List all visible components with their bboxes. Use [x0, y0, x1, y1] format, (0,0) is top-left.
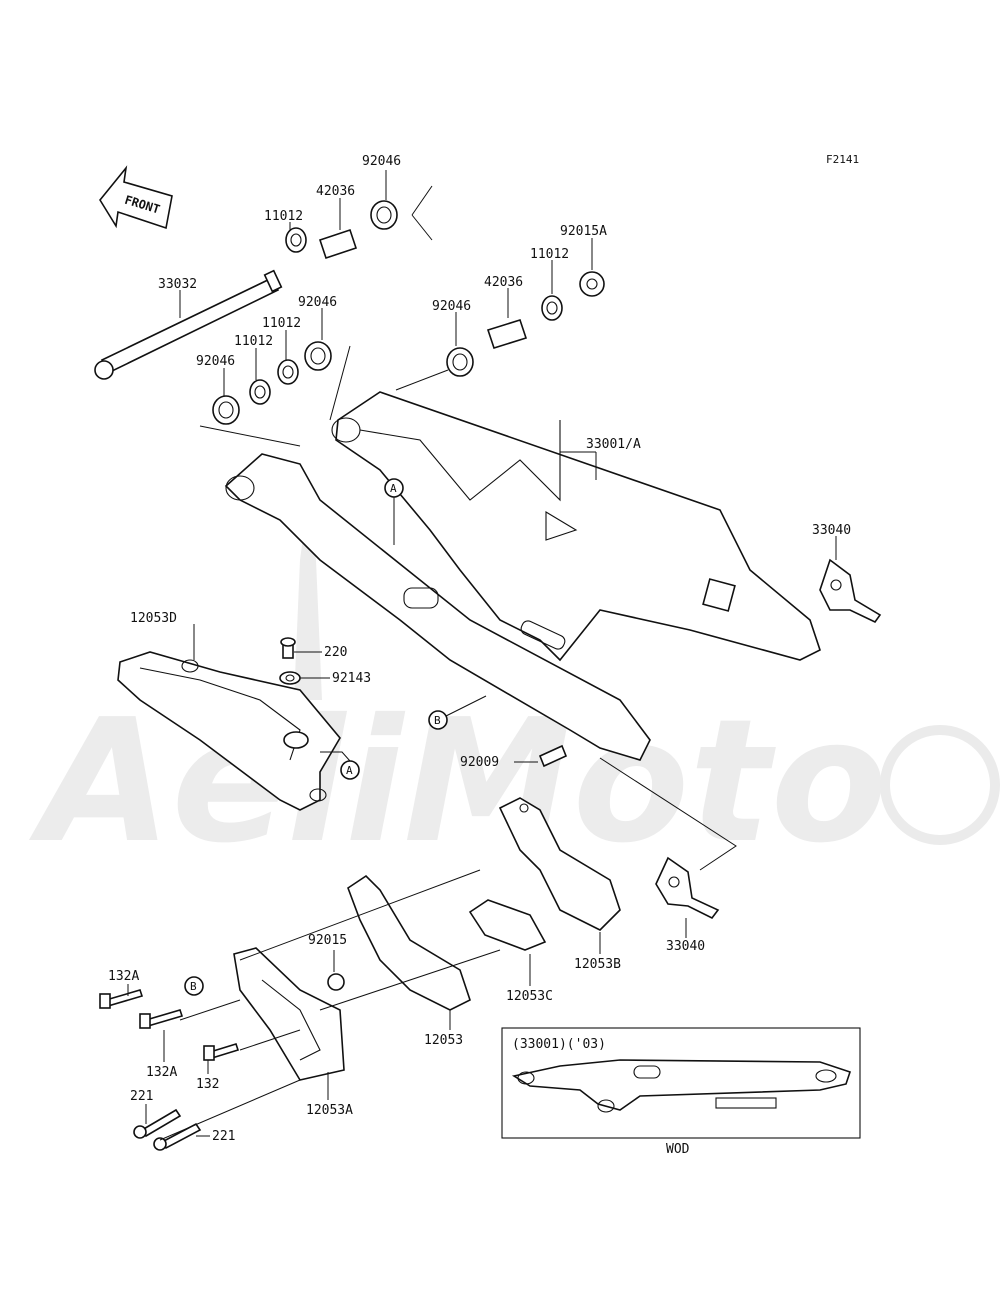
figure-code: F2141 [826, 153, 859, 166]
watermark-tower [294, 500, 322, 700]
bolt-132A-a [99, 989, 144, 1009]
guide-pad-12053C [468, 899, 547, 951]
inset-box: (33001)('03) [501, 1027, 861, 1139]
stud-92009 [538, 744, 568, 768]
callout-92015: 92015 [308, 933, 347, 948]
ref-marker-a1: A [384, 478, 404, 498]
svg-text:A: A [346, 764, 353, 777]
callout-33040-a: 33040 [812, 523, 851, 538]
svg-text:A: A [390, 482, 397, 495]
callout-92015A: 92015A [560, 224, 607, 239]
bolt-132A-b [139, 1009, 184, 1029]
swingarm-33001A [224, 391, 821, 761]
callout-221-a: 221 [130, 1089, 153, 1104]
callout-33032: 33032 [158, 277, 197, 292]
collar-11012-d [541, 295, 563, 321]
screw-221-a [133, 1108, 182, 1139]
bolt-220 [280, 637, 296, 659]
callout-220: 220 [324, 645, 347, 660]
callout-92046-d: 92046 [432, 299, 471, 314]
pivot-shaft [94, 269, 283, 380]
bearing-92046-d [446, 347, 474, 377]
callout-221-b: 221 [212, 1129, 235, 1144]
callout-11012-d: 11012 [530, 247, 569, 262]
callout-12053A: 12053A [306, 1103, 353, 1118]
callout-11012-c: 11012 [234, 334, 273, 349]
watermark-wheel [880, 725, 1000, 845]
callout-33040-b: 33040 [666, 939, 705, 954]
callout-33001A: 33001/A [586, 437, 641, 452]
svg-text:B: B [190, 980, 197, 993]
callout-92046-c: 92046 [196, 354, 235, 369]
bearing-92046-b [304, 341, 332, 371]
adjuster-plate-33040-a [819, 558, 882, 624]
callout-92046-a: 92046 [362, 154, 401, 169]
callout-42036-a: 42036 [316, 184, 355, 199]
inset-caption: (33001)('03) [512, 1037, 606, 1052]
callout-132A-a: 132A [108, 969, 139, 984]
guide-plate-12053A [233, 947, 345, 1081]
ref-marker-a2: A [340, 760, 360, 780]
callout-12053D: 12053D [130, 611, 177, 626]
inset-footer: WOD [666, 1142, 690, 1157]
callout-92143: 92143 [332, 671, 371, 686]
washer-under-guide [283, 731, 309, 749]
guide-plate-12053 [347, 874, 471, 1011]
callout-12053: 12053 [424, 1033, 463, 1048]
washer-92143 [279, 671, 301, 685]
callout-11012-b: 11012 [262, 316, 301, 331]
collar-11012-b [277, 359, 299, 385]
cap-92015A [579, 271, 605, 297]
watermark-text: AeliMoto [28, 683, 887, 881]
callout-11012-a: 11012 [264, 209, 303, 224]
callout-92046-b: 92046 [298, 295, 337, 310]
callout-132: 132 [196, 1077, 219, 1092]
bolt-132 [203, 1043, 240, 1061]
cap-92015 [327, 973, 345, 991]
front-arrow-icon: FRONT [99, 165, 173, 230]
bearing-92046-a [370, 200, 398, 230]
collar-11012-c [249, 379, 271, 405]
svg-text:B: B [434, 714, 441, 727]
spacer-42036-b [486, 319, 528, 349]
spacer-42036-a [318, 228, 358, 260]
callout-12053B: 12053B [574, 957, 621, 972]
collar-11012-a [285, 227, 307, 253]
bearing-92046-c [212, 395, 240, 425]
callout-92009: 92009 [460, 755, 499, 770]
callout-12053C: 12053C [506, 989, 553, 1004]
adjuster-plate-33040-b [655, 856, 720, 920]
ref-marker-b2: B [184, 976, 204, 996]
ref-marker-b1: B [428, 710, 448, 730]
screw-221-b [153, 1122, 202, 1151]
callout-42036-b: 42036 [484, 275, 523, 290]
guide-plate-12053B [498, 797, 621, 931]
callout-132A-b: 132A [146, 1065, 177, 1080]
